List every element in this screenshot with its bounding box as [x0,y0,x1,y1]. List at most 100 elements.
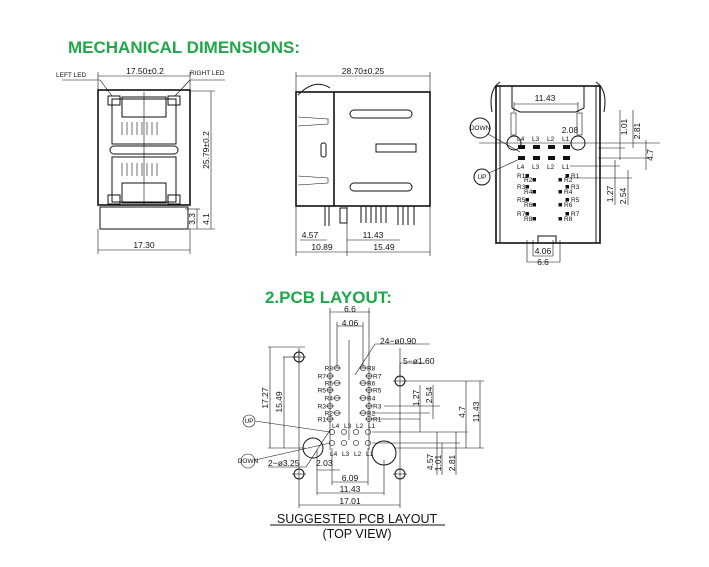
pcb-dim-17-27: 17.27 [260,387,270,409]
mechanical-dimensions-heading: MECHANICAL DIMENSIONS: [68,38,300,57]
pcb-led-label-bottom: L2 [354,451,362,458]
pcb-layout-heading: 2.PCB LAYOUT: [265,288,392,307]
pcb-pin-label-left: R6 [325,381,334,388]
rear-pin-pad [565,174,569,178]
pcb-pin-label-right: R3 [373,404,382,411]
rear-pin-label: R3 [571,184,580,191]
front-pin-total-dim: 4.1 [201,213,211,225]
rear-pin-pad [525,185,529,189]
front-height-dim: 25.79±0.2 [201,131,211,169]
rear-pin-pad [525,198,529,202]
rear-pin-label: R2 [564,177,573,184]
rear-dim-2-54: 2.54 [618,187,628,204]
front-width-bottom-dim: 17.30 [133,240,155,250]
pcb-pin-label-right: R2 [367,411,376,418]
side-dim-4-57: 4.57 [302,230,319,240]
pcb-pin-label-right: R1 [373,417,382,424]
front-view [62,72,225,254]
led-pad-top [518,145,525,149]
pcb-led-hole [353,429,359,435]
pcb-pin-label-right: R8 [367,366,376,373]
right-led-label: RIGHT LED [190,70,225,77]
led-pad-bottom [548,156,555,160]
rear-up-label: UP [477,174,486,181]
rear-dim-2-81: 2.81 [632,122,642,139]
pcb-pin-label-left: R1 [318,417,327,424]
rear-view [479,81,660,244]
pcb-pin-label-left: R7 [318,374,327,381]
rear-led-label-top: L2 [547,136,555,143]
front-width-top-dim: 17.50±0.2 [126,66,164,76]
rear-pin-pad [558,217,562,221]
pcb-led-label-top: L3 [344,423,352,430]
rear-pin-pad [532,190,536,194]
rear-led-label-top: L3 [532,136,540,143]
pcb-led-hole [341,440,347,446]
pcb-dim-11-43-horizontal: 11.43 [340,484,361,494]
rear-pitch-dim: 2.08 [562,125,579,135]
pcb-dim-6-6: 6.6 [344,304,356,314]
rear-pin-pad [558,190,562,194]
side-dim-10-89: 10.89 [311,242,333,252]
rear-pin-label: R1 [571,173,580,180]
rear-pin-pad [558,178,562,182]
pcb-led-label-bottom: L1 [366,451,374,458]
led-pad-top [533,145,540,149]
led-pad-top [548,145,555,149]
rear-view-dims [469,110,650,263]
rear-pin-pad [532,203,536,207]
pcb-layout-drawing [240,308,484,508]
rear-pin-label: R8 [564,216,573,223]
rear-pin-label: R7 [571,211,580,218]
pcb-mount-hole-spec: 5−ø1.60 [403,356,435,366]
rear-led-label-bottom: L3 [532,164,540,171]
pcb-led-label-top: L4 [332,423,340,430]
side-view [295,72,431,256]
rear-pin-label: R5 [571,197,580,204]
rear-down-label: DOWN [470,125,491,132]
pcb-led-hole [341,429,347,435]
rear-pin-label: R3 [517,184,526,191]
rear-pin-label: R6 [564,202,573,209]
pcb-pin-label-right: R6 [367,381,376,388]
pcb-pin-label-left: R8 [325,366,334,373]
pcb-pin-label-right: R4 [367,396,376,403]
pcb-dim-4-06: 4.06 [342,318,359,328]
rear-width-dim: 11.43 [535,93,556,103]
rear-pin-label: R5 [517,197,526,204]
pcb-dim-6-09: 6.09 [342,473,359,483]
pcb-caption-title: SUGGESTED PCB LAYOUT [277,512,438,526]
pcb-dim-17-01: 17.01 [339,496,361,506]
pcb-led-label-top: L1 [368,423,376,430]
pcb-led-label-top: L2 [356,423,364,430]
led-pad-bottom [563,156,570,160]
rear-pin-pad [525,212,529,216]
rear-led-label-top: L4 [517,136,525,143]
pcb-pin-label-right: R7 [373,374,382,381]
pcb-led-label-bottom: L3 [342,451,350,458]
led-pad-bottom [533,156,540,160]
led-pad-top [563,145,570,149]
rear-pin-pad [565,198,569,202]
pcb-pin-label-left: R3 [318,404,327,411]
rear-pin-pad [532,178,536,182]
pcb-led-hole [365,429,371,435]
side-dim-15-49: 15.49 [373,242,395,252]
rear-led-label-bottom: L4 [517,164,525,171]
pcb-dim-4-57: 4.57 [425,453,435,470]
pcb-led-hole [365,440,371,446]
rear-pin-pad [525,174,529,178]
pcb-pin-label-right: R5 [373,388,382,395]
pcb-led-hole [353,440,359,446]
pcb-dim-1-01: 1.01 [433,454,443,471]
pcb-led-hole [329,440,335,446]
rear-pin-label: R7 [517,211,526,218]
rear-pin-pad [565,185,569,189]
side-dim-11-43: 11.43 [363,230,384,240]
rear-dim-1-01: 1.01 [619,118,629,135]
pcb-dim-11-43-vertical: 11.43 [471,401,481,422]
pcb-led-label-bottom: L4 [330,451,338,458]
pcb-dim-2-54: 2.54 [424,386,434,403]
left-led-label: LEFT LED [56,72,87,79]
